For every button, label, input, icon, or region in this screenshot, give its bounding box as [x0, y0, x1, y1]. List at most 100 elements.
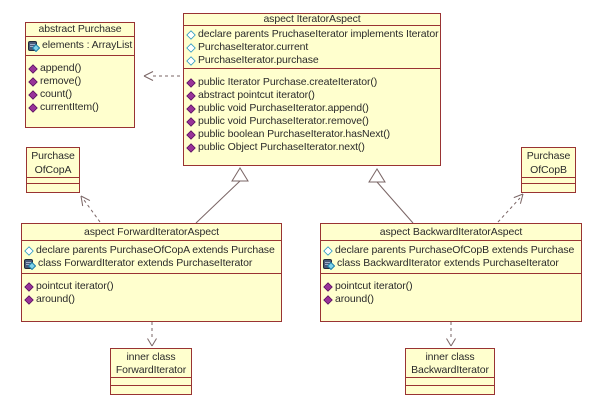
method-label: public Object PurchaseIterator.next() — [198, 141, 365, 153]
dependency-edge-forward-to-inner — [147, 322, 157, 347]
dependency-edge-iteratoraspect-to-purchase — [143, 71, 183, 81]
method-label: around() — [36, 293, 75, 305]
method-label: public Iterator Purchase.createIterator(… — [198, 76, 378, 88]
class-title: abstract Purchase — [38, 23, 122, 35]
pointcut-icon — [186, 42, 196, 53]
method-row: around() — [22, 293, 281, 306]
aspect-box-iterator-aspect[interactable]: aspect IteratorAspect declare parents Pr… — [183, 13, 441, 166]
field-label: declare parents PurchaseOfCopB extends P… — [335, 244, 575, 256]
empty-compartment — [111, 377, 191, 385]
empty-compartment — [522, 183, 575, 184]
generalization-edge-backward-to-iteratoraspect — [368, 168, 414, 224]
empty-compartment — [111, 385, 191, 386]
aspect-box-forward-iterator-aspect[interactable]: aspect ForwardIteratorAspect declare par… — [21, 223, 282, 322]
method-label: currentItem() — [40, 101, 99, 113]
method-row: public boolean PurchaseIterator.hasNext(… — [184, 128, 440, 141]
class-title-line2: OfCopB — [530, 164, 567, 176]
class-title-line1: inner class — [126, 351, 176, 363]
method-row: count() — [26, 88, 134, 101]
class-box-abstract-purchase[interactable]: abstract Purchase elements : ArrayList a… — [25, 22, 135, 128]
field-label: PurchaseIterator.current — [198, 41, 309, 53]
pointcut-icon — [24, 245, 34, 256]
field-label: declare parents PurchaseOfCopA extends P… — [36, 244, 275, 256]
method-label: append() — [40, 62, 82, 74]
method-label: remove() — [40, 75, 82, 87]
method-icon — [28, 63, 38, 74]
method-icon — [186, 116, 196, 127]
field-row: PurchaseIterator.current — [184, 41, 440, 54]
class-box-purchase-ofcopb[interactable]: Purchase OfCopB — [521, 147, 576, 193]
pointcut-icon — [323, 245, 333, 256]
method-label: count() — [40, 88, 72, 100]
method-label: public void PurchaseIterator.append() — [198, 102, 369, 114]
pointcut-icon — [186, 55, 196, 66]
field-label: declare parents PruchaseIterator impleme… — [198, 28, 439, 40]
field-row: declare parents PurchaseOfCopB extends P… — [321, 244, 581, 257]
class-icon — [323, 258, 335, 270]
method-icon — [28, 89, 38, 100]
method-icon — [28, 102, 38, 113]
aspect-title: aspect IteratorAspect — [263, 14, 361, 25]
method-icon — [186, 142, 196, 153]
method-icon — [186, 77, 196, 88]
field-label: elements : ArrayList — [42, 39, 133, 51]
field-label: class BackwardIterator extends PurchaseI… — [337, 257, 559, 269]
method-row: currentItem() — [26, 101, 134, 114]
generalization-edge-forward-to-iteratoraspect — [195, 167, 249, 224]
method-row: pointcut iterator() — [321, 280, 581, 293]
field-row: class BackwardIterator extends PurchaseI… — [321, 257, 581, 270]
method-icon — [28, 76, 38, 87]
method-row: around() — [321, 293, 581, 306]
class-box-purchase-ofcopa[interactable]: Purchase OfCopA — [26, 147, 80, 193]
field-label: PurchaseIterator.purchase — [198, 54, 319, 66]
empty-compartment — [522, 177, 575, 183]
dependency-edge-backward-to-inner — [446, 322, 456, 347]
class-title-line2: BackwardIterator — [411, 364, 489, 376]
method-row: abstract pointcut iterator() — [184, 89, 440, 102]
aspect-title: aspect BackwardIteratorAspect — [379, 226, 523, 238]
pointcut-icon — [186, 29, 196, 40]
class-title-line1: Purchase — [31, 150, 75, 162]
method-row: public void PurchaseIterator.remove() — [184, 115, 440, 128]
method-icon — [186, 90, 196, 101]
dependency-edge-forward-to-ofcopa — [80, 195, 101, 223]
method-icon — [186, 129, 196, 140]
method-label: pointcut iterator() — [335, 280, 413, 292]
aspect-box-backward-iterator-aspect[interactable]: aspect BackwardIteratorAspect declare pa… — [320, 223, 582, 322]
class-title-line2: ForwardIterator — [115, 364, 187, 376]
method-icon — [186, 103, 196, 114]
method-label: public void PurchaseIterator.remove() — [198, 115, 369, 127]
method-row: pointcut iterator() — [22, 280, 281, 293]
method-label: around() — [335, 293, 374, 305]
field-row: declare parents PruchaseIterator impleme… — [184, 28, 440, 41]
field-row: PurchaseIterator.purchase — [184, 54, 440, 67]
aspect-title: aspect ForwardIteratorAspect — [84, 226, 219, 238]
method-icon — [24, 294, 34, 305]
method-row: public Object PurchaseIterator.next() — [184, 141, 440, 154]
class-box-inner-forward-iterator[interactable]: inner class ForwardIterator — [110, 348, 192, 395]
field-label: class ForwardIterator extends PurchaseIt… — [38, 257, 253, 269]
class-title-line2: OfCopA — [34, 164, 72, 176]
field-row: class ForwardIterator extends PurchaseIt… — [22, 257, 281, 270]
method-icon — [24, 281, 34, 292]
empty-compartment — [406, 377, 494, 385]
method-row: append() — [26, 62, 134, 75]
empty-compartment — [406, 385, 494, 386]
field-row: declare parents PurchaseOfCopA extends P… — [22, 244, 281, 257]
method-icon — [323, 294, 333, 305]
dependency-edge-backward-to-ofcopb — [497, 193, 524, 223]
class-title-line1: inner class — [425, 351, 475, 363]
class-icon — [28, 40, 40, 52]
class-box-inner-backward-iterator[interactable]: inner class BackwardIterator — [405, 348, 495, 395]
method-icon — [323, 281, 333, 292]
empty-compartment — [27, 183, 79, 184]
method-row: remove() — [26, 75, 134, 88]
empty-compartment — [27, 177, 79, 183]
method-row: public void PurchaseIterator.append() — [184, 102, 440, 115]
field-row: elements : ArrayList — [26, 37, 134, 52]
method-label: abstract pointcut iterator() — [198, 89, 315, 101]
method-label: public boolean PurchaseIterator.hasNext(… — [198, 128, 391, 140]
method-label: pointcut iterator() — [36, 280, 114, 292]
